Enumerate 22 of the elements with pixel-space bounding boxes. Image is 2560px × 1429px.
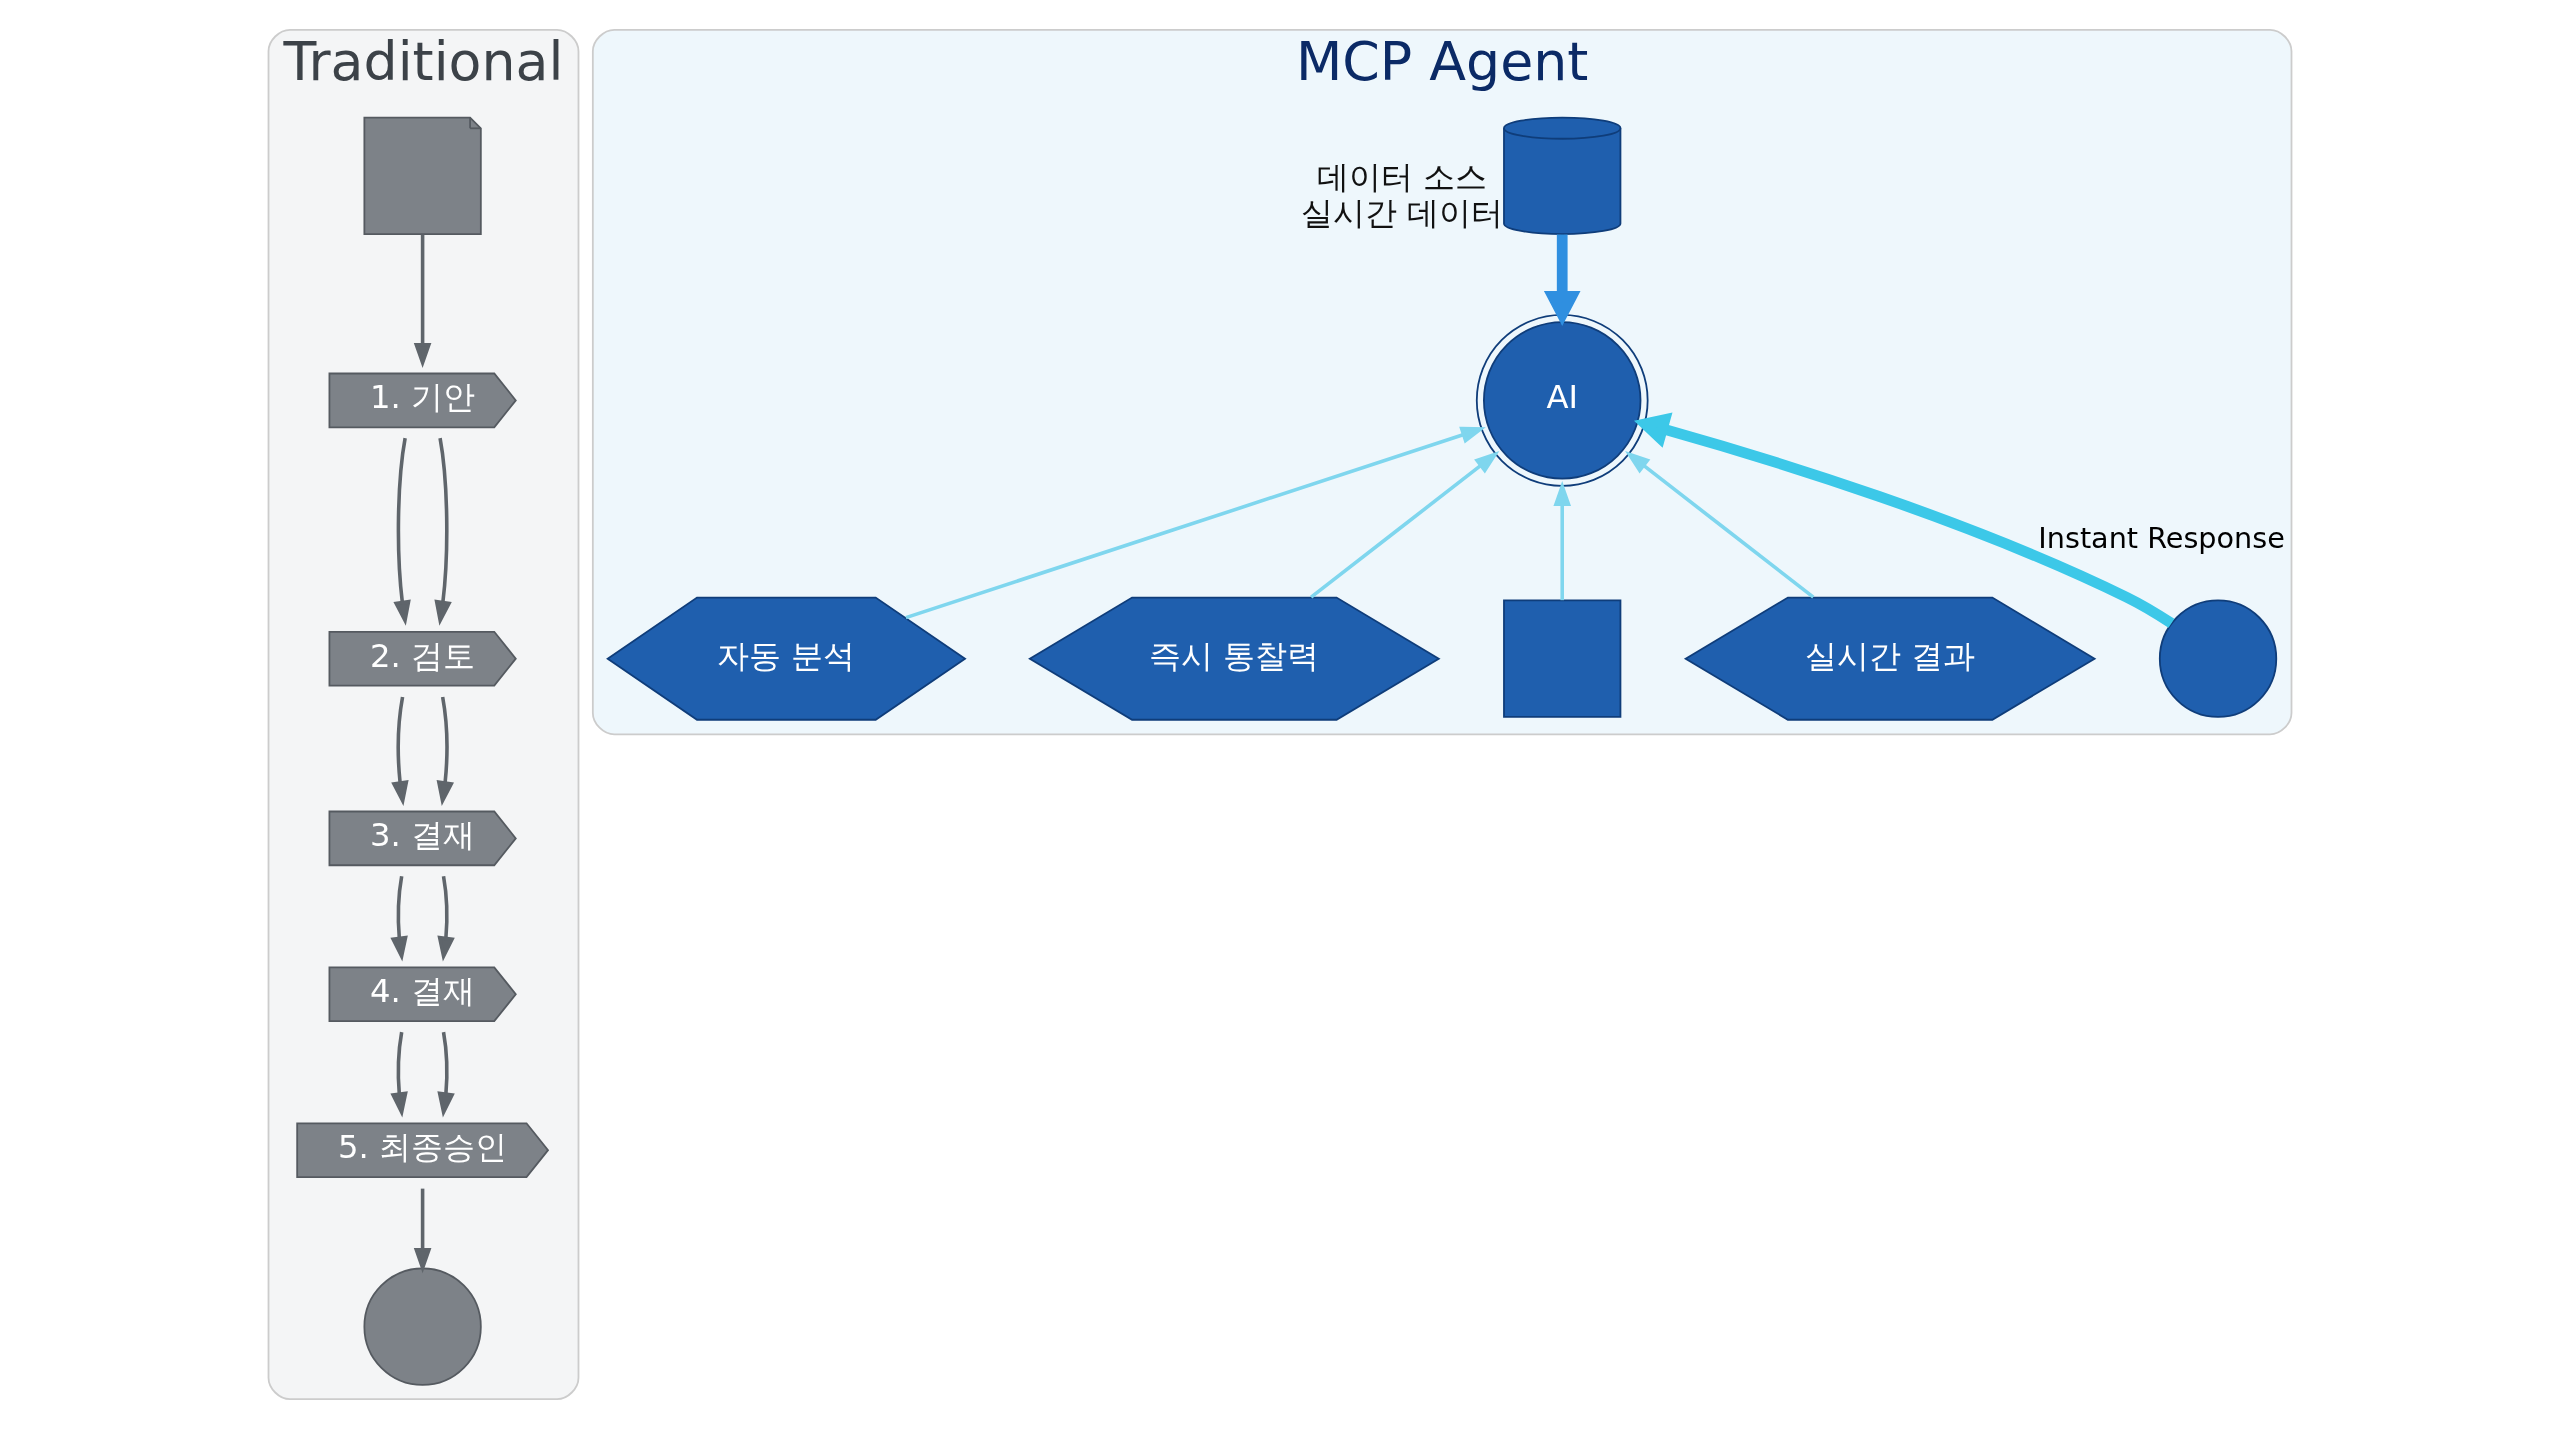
arrow xyxy=(905,426,1486,620)
node-label: 데이터 소스 xyxy=(1316,158,1487,197)
arrow xyxy=(393,437,411,626)
arrow xyxy=(437,1031,455,1118)
node-circle xyxy=(363,1267,482,1386)
arrow xyxy=(413,234,432,369)
arrow xyxy=(434,437,452,626)
arrow xyxy=(1310,451,1500,599)
arrow xyxy=(1543,234,1581,326)
arrow xyxy=(390,875,408,962)
edge-label: Instant Response xyxy=(2038,521,2285,556)
arrow xyxy=(436,696,454,807)
arrow xyxy=(413,1188,432,1274)
node-label: 실시간 데이터 xyxy=(1300,194,1503,233)
arrow xyxy=(437,875,455,962)
arrow xyxy=(391,696,409,807)
arrow xyxy=(1553,480,1571,601)
node-box xyxy=(1503,599,1622,718)
node-circle xyxy=(2158,599,2278,718)
arrow xyxy=(1634,412,2175,628)
arrow xyxy=(390,1031,408,1118)
arrow xyxy=(1625,451,1815,599)
